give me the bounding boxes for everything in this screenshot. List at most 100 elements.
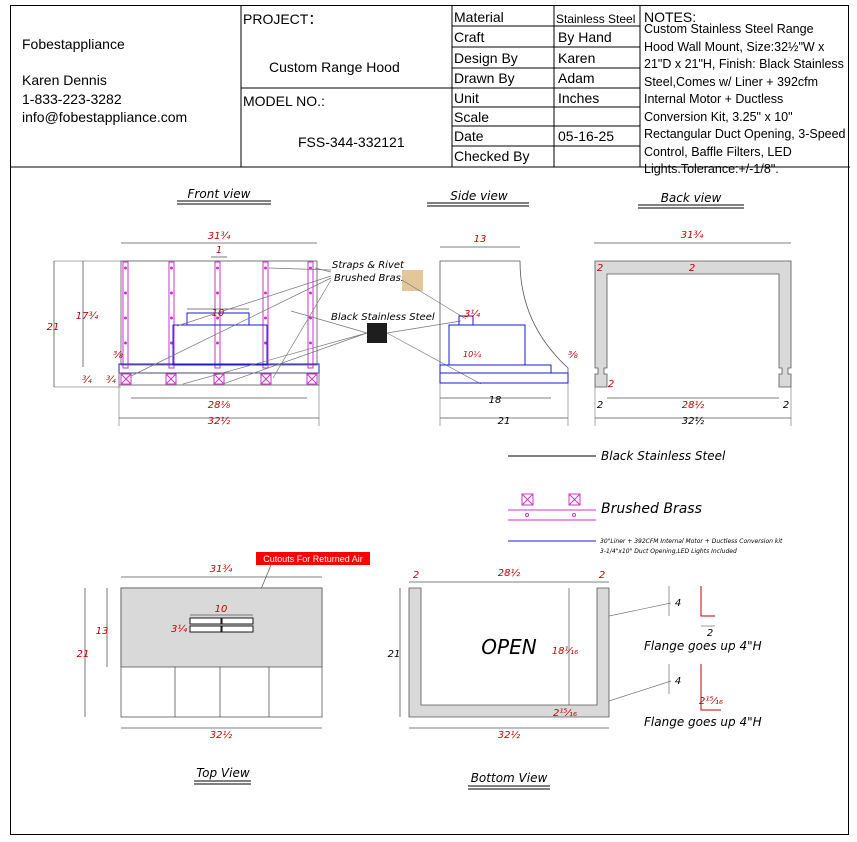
- flange-detail-1: 4 2 Flange goes up 4"H: [644, 586, 762, 653]
- model-label: MODEL NO.:: [243, 93, 325, 109]
- back-frame: [594, 260, 792, 388]
- top-vent-dim-3-1-4: 3¼: [171, 623, 187, 635]
- front-trim: [118, 372, 320, 386]
- project-label: PROJECT：: [243, 11, 323, 27]
- brass-swatch: [402, 270, 423, 291]
- top-dim-bottom-text: 32½: [210, 729, 233, 741]
- legend-brass-label: Brushed Brass: [601, 501, 702, 517]
- legend-liner-text-2: 3-1/4"x10" Duct Opening,LED Lights Inclu…: [600, 548, 737, 555]
- back-view-title: Back view: [661, 191, 722, 205]
- bottom-view-title: Bottom View: [471, 771, 548, 785]
- legend-black-label: Black Stainless Steel: [601, 449, 726, 463]
- bottom-dim-bottom-text: 32½: [498, 729, 521, 741]
- front-duct-dim-text: 10: [212, 308, 225, 319]
- front-trim-brass: [120, 373, 318, 385]
- spec-label-design-by: Design By: [454, 50, 518, 66]
- back-dim-2-notch: 2: [608, 379, 614, 390]
- top-vent-slots: [189, 617, 254, 633]
- bottom-dim-2-right: 2: [599, 570, 605, 581]
- top-dim-width-text: 31¾: [210, 564, 233, 575]
- spec-label-scale: Scale: [454, 109, 490, 125]
- spec-value-drawn-by: Adam: [558, 70, 595, 86]
- project-value: Custom Range Hood: [269, 59, 400, 75]
- flange-detail-2: 4 2¹⁵⁄₁₆ Flange goes up 4"H: [644, 664, 762, 729]
- flange-2-dim-4: 4: [675, 676, 681, 687]
- back-dim-2-tl: 2: [597, 263, 603, 274]
- bottom-view: 28½ 2 2 OPEN 18¹⁄₁₆ 2¹⁵⁄₁₆ 21 32½ Bottom…: [388, 567, 672, 790]
- spec-value-craft: By Hand: [558, 29, 612, 45]
- front-dim-28-text: 28⅛: [208, 400, 231, 411]
- spec-value-material: Stainless Steel: [556, 12, 636, 26]
- spec-value-date: 05-16-25: [558, 128, 615, 144]
- contact-email: info@fobestappliance.com: [22, 109, 188, 125]
- legend-liner-text-1: 30"Liner + 392CFM Internal Motor + Ductl…: [600, 538, 783, 545]
- flange-2-label: Flange goes up 4"H: [644, 715, 762, 729]
- flange-1-dim-2: 2: [707, 628, 713, 639]
- callout-leader-lines: [130, 267, 482, 385]
- spec-label-craft: Craft: [454, 29, 485, 45]
- front-dim-3-4-left: ¾: [82, 375, 92, 386]
- top-vent-dim-text: 10: [215, 604, 228, 615]
- callout-black-ss: Black Stainless Steel: [331, 312, 435, 323]
- company-name: Fobestappliance: [22, 36, 125, 52]
- back-dim-2-right: 2: [783, 400, 789, 411]
- back-dim-top-text: 31¾: [681, 230, 704, 241]
- notes-title: NOTES:: [644, 9, 697, 25]
- top-dim-13-text: 13: [96, 626, 109, 637]
- front-rivets: [124, 266, 312, 345]
- side-view-title: Side view: [450, 189, 508, 203]
- front-brass-straps: [122, 261, 314, 369]
- top-view: Cutouts For Returned Air 31¾ 10 3¼ 21: [77, 552, 370, 785]
- top-panels: [174, 667, 270, 717]
- front-dim-32-text: 32½: [208, 415, 231, 427]
- side-dim-3-8: ⅜: [568, 350, 578, 361]
- front-view: Front view 31¾ 1: [47, 187, 320, 427]
- front-dim-3-8: ⅜: [113, 350, 123, 361]
- side-body: [439, 260, 569, 374]
- flange-2-profile: [700, 664, 721, 711]
- title-block-grid: [11, 6, 850, 168]
- side-view: Side view 13 3¼ 10¼ ⅜ 18 21: [427, 189, 578, 427]
- drawing-sheet: Fobestappliance Karen Dennis 1-833-223-3…: [10, 5, 850, 835]
- contact-name: Karen Dennis: [22, 72, 107, 88]
- flange-1-dim-4: 4: [675, 598, 681, 609]
- side-dim-13-text: 13: [474, 234, 487, 245]
- back-view: Back view 31¾ 2 2 2 28½ 2 2 32½: [594, 191, 792, 427]
- flange-leader-1: [608, 602, 672, 617]
- top-view-title: Top View: [196, 766, 250, 780]
- spec-label-checked-by: Checked By: [454, 148, 530, 164]
- front-dim-width-text: 31¾: [208, 231, 231, 242]
- bottom-frame: [408, 587, 610, 718]
- side-dim-10-1-4: 10¼: [463, 350, 481, 359]
- bottom-dim-18-text: 18¹⁄₁₆: [552, 646, 578, 657]
- flange-leader-2: [608, 680, 672, 702]
- legend: Black Stainless Steel Brushed Brass 30"L…: [508, 449, 783, 555]
- notes-body: Custom Stainless Steel Range Hood Wall M…: [644, 22, 846, 176]
- side-dim-18-text: 18: [489, 395, 502, 406]
- bottom-dim-top-text: 28½: [498, 567, 521, 579]
- spec-value-unit: Inches: [558, 90, 600, 106]
- top-dim-21-text: 21: [77, 649, 90, 660]
- front-dim-height-text: 21: [47, 322, 60, 333]
- spec-label-drawn-by: Drawn By: [454, 70, 515, 86]
- contact-phone: 1-833-223-3282: [22, 91, 122, 107]
- model-value: FSS-344-332121: [298, 134, 405, 150]
- black-ss-swatch: [367, 323, 387, 343]
- flange-2-dim-2-15: 2¹⁵⁄₁₆: [699, 696, 723, 707]
- spec-label-date: Date: [454, 128, 484, 144]
- back-dim-2-top: 2: [689, 263, 695, 274]
- front-view-title: Front view: [188, 187, 251, 201]
- spec-label-unit: Unit: [454, 90, 479, 106]
- cutouts-badge-text: Cutouts For Returned Air: [263, 554, 363, 564]
- side-liner: [439, 315, 569, 384]
- flange-1-label: Flange goes up 4"H: [644, 639, 762, 653]
- legend-brass-symbol: [508, 493, 596, 521]
- front-dim-3-4-trim: ¾: [106, 375, 116, 386]
- spec-label-material: Material: [454, 9, 504, 25]
- back-dim-2-left: 2: [597, 400, 603, 411]
- front-dim-17-text: 17¾: [76, 311, 99, 322]
- callout-straps-line2: Brushed Brass: [334, 273, 406, 284]
- side-dim-21-text: 21: [498, 416, 511, 427]
- cutouts-badge: [256, 552, 370, 565]
- back-dim-28-text: 28½: [682, 399, 705, 411]
